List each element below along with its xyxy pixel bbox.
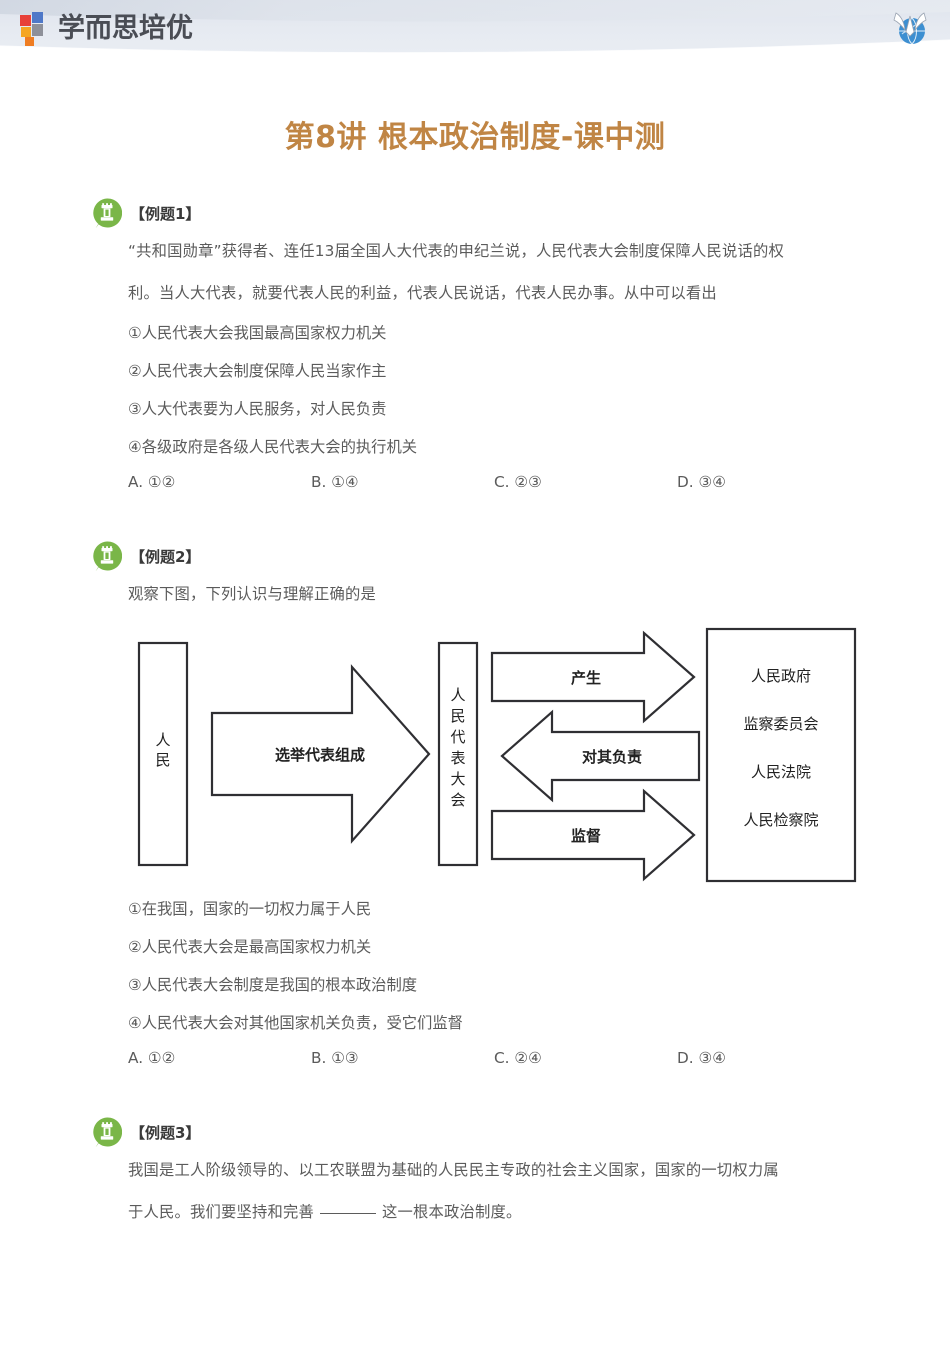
brand-logo: 学而思培优 (20, 12, 193, 46)
chess-rook-icon (92, 1117, 122, 1147)
question-1-choices: A. ①② B. ①④ C. ②③ D. ③④ (128, 473, 867, 491)
question-block-2: 【例题2】 观察下图，下列认识与理解正确的是 (92, 539, 867, 1067)
question-2-item-3: ③人民代表大会制度是我国的根本政治制度 (128, 976, 418, 994)
question-1-choice-c[interactable]: C. ②③ (494, 473, 542, 491)
question-3-stem-line-2: 于人民。我们要坚持和完善 这一根本政治制度。 (128, 1191, 867, 1233)
page-title: 第8讲 根本政治制度-课中测 (284, 120, 666, 155)
svg-text:表: 表 (450, 749, 465, 767)
svg-text:代: 代 (450, 728, 465, 746)
diagram-right-item-3: 人民法院 (751, 763, 811, 781)
question-1-body: “共和国勋章”获得者、连任13届全国人大代表的申纪兰说，人民代表大会制度保障人民… (128, 230, 867, 491)
question-2-stem-line-1: 观察下图，下列认识与理解正确的是 (128, 585, 376, 603)
question-block-1: 【例题1】 “共和国勋章”获得者、连任13届全国人大代表的申纪兰说，人民代表大会… (92, 196, 867, 491)
diagram-right-item-2: 监察委员会 (743, 715, 818, 733)
diagram-arrow-supervise-label: 监督 (571, 827, 601, 845)
colored-squares-logo-icon (20, 12, 50, 46)
question-2-item-2: ②人民代表大会是最高国家权力机关 (128, 938, 372, 956)
question-2-choice-d[interactable]: D. ③④ (677, 1049, 726, 1067)
page-header: 学而思培优 (0, 0, 950, 62)
question-1-stem-line-2: 利。当人大代表，就要代表人民的利益，代表人民说话，代表人民办事。从中可以看出 (128, 284, 717, 302)
question-1-choice-d[interactable]: D. ③④ (677, 473, 726, 491)
question-1-choice-a[interactable]: A. ①② (128, 473, 176, 491)
svg-text:大: 大 (450, 770, 465, 788)
question-2-body: 观察下图，下列认识与理解正确的是 (128, 573, 867, 1067)
chess-rook-icon (92, 198, 122, 228)
diagram-arrow-responsible-label: 对其负责 (582, 748, 642, 766)
question-1-item-3: ③人大代表要为人民服务，对人民负责 (128, 400, 387, 418)
header-background (0, 0, 950, 54)
svg-text:会: 会 (450, 791, 465, 809)
winged-globe-emblem-icon (893, 12, 927, 45)
diagram-arrow-produce-label: 产生 (571, 669, 601, 687)
brand-name: 学而思培优 (58, 13, 193, 44)
diagram-big-arrow-label: 选举代表组成 (275, 746, 365, 764)
diagram-right-item-4: 人民检察院 (743, 811, 818, 829)
question-3-label: 【例题3】 (130, 1123, 201, 1142)
chess-rook-icon (92, 541, 122, 571)
diagram-left-box-char-2: 民 (155, 751, 170, 769)
question-1-label: 【例题1】 (130, 204, 201, 223)
question-3-body: 我国是工人阶级领导的、以工农联盟为基础的人民民主专政的社会主义国家，国家的一切权… (128, 1149, 867, 1233)
question-1-choice-b[interactable]: B. ①④ (311, 473, 359, 491)
question-2-choices: A. ①② B. ①③ C. ②④ D. ③④ (128, 1049, 867, 1067)
question-1-stem-line-1: “共和国勋章”获得者、连任13届全国人大代表的申纪兰说，人民代表大会制度保障人民… (128, 242, 784, 260)
question-3-stem-line-1: 我国是工人阶级领导的、以工农联盟为基础的人民民主专政的社会主义国家，国家的一切权… (128, 1161, 779, 1179)
question-3-blank-suffix: 这一根本政治制度。 (381, 1203, 522, 1221)
question-block-3: 【例题3】 我国是工人阶级领导的、以工农联盟为基础的人民民主专政的社会主义国家，… (92, 1115, 867, 1233)
svg-text:民: 民 (450, 707, 465, 725)
content-area: 【例题1】 “共和国勋章”获得者、连任13届全国人大代表的申纪兰说，人民代表大会… (92, 196, 867, 1233)
question-3-header: 【例题3】 (92, 1115, 867, 1149)
question-1-item-2: ②人民代表大会制度保障人民当家作主 (128, 362, 387, 380)
svg-text:人: 人 (450, 686, 465, 704)
question-2-item-4: ④人民代表大会对其他国家机关负责，受它们监督 (128, 1014, 463, 1032)
question-2-choice-a[interactable]: A. ①② (128, 1049, 176, 1067)
question-2-choice-b[interactable]: B. ①③ (311, 1049, 359, 1067)
question-2-label: 【例题2】 (130, 547, 201, 566)
diagram-left-box-char-1: 人 (155, 731, 170, 749)
question-1-header: 【例题1】 (92, 196, 867, 230)
power-structure-diagram: 人 民 人 民 代 表 大 会 选举代表组成 产生 对其负责 (134, 625, 874, 890)
fill-in-blank[interactable] (319, 1200, 376, 1214)
question-2-header: 【例题2】 (92, 539, 867, 573)
diagram-right-item-1: 人民政府 (751, 667, 811, 685)
question-1-item-1: ①人民代表大会我国最高国家权力机关 (128, 324, 387, 342)
question-2-choice-c[interactable]: C. ②④ (494, 1049, 542, 1067)
question-2-item-1: ①在我国，国家的一切权力属于人民 (128, 900, 372, 918)
question-1-item-4: ④各级政府是各级人民代表大会的执行机关 (128, 438, 418, 456)
question-3-blank-prefix: 于人民。我们要坚持和完善 (128, 1203, 314, 1221)
